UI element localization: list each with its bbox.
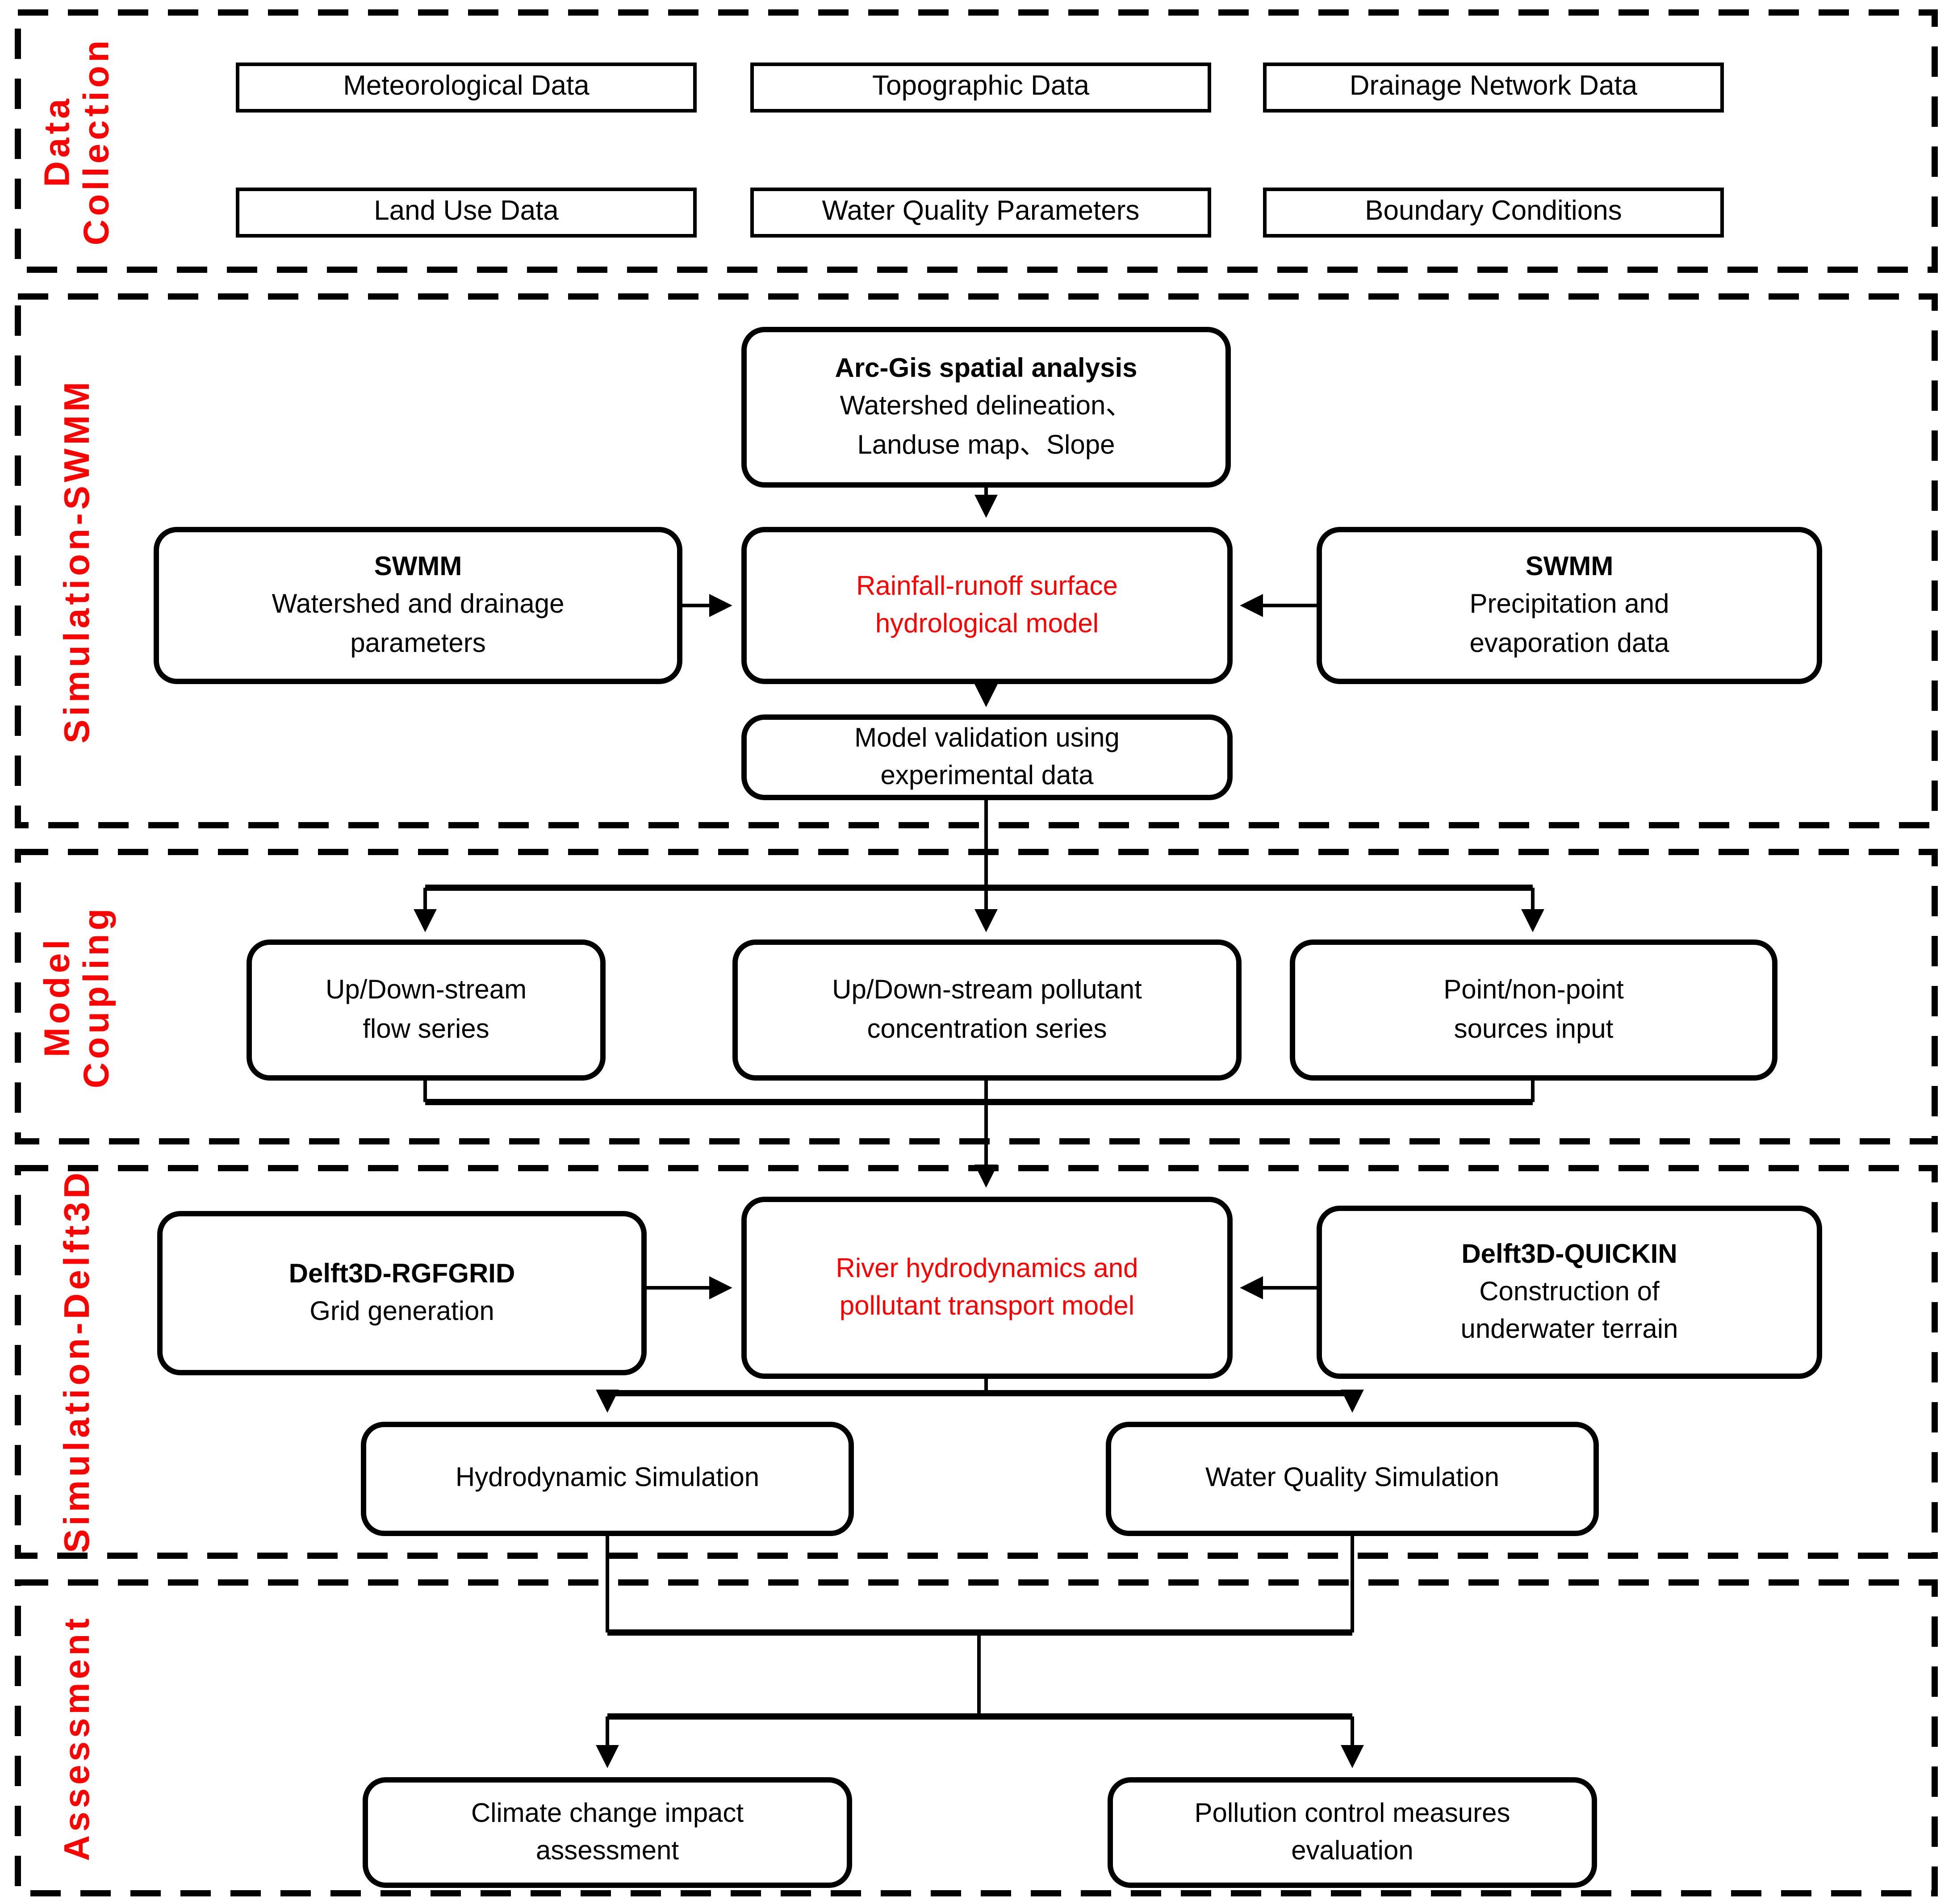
box-climate-change-assessment: Climate change impact assessment <box>363 1777 852 1888</box>
label-line: Coupling <box>79 905 118 1089</box>
box-model-validation: Model validation using experimental data <box>741 714 1233 800</box>
box-point-nonpoint-sources: Point/non-point sources input <box>1290 939 1777 1081</box>
box-boundary-conditions: Boundary Conditions <box>1263 188 1724 238</box>
label-line: Assessment <box>59 1615 98 1861</box>
box-text: Topographic Data <box>872 71 1089 102</box>
box-text: Drainage Network Data <box>1349 71 1638 102</box>
section-border-assessment <box>15 1579 1938 1896</box>
box-body-line: Watershed delineation、 <box>840 392 1133 422</box>
box-text: Boundary Conditions <box>1365 196 1622 227</box>
label-line: Data <box>38 95 78 187</box>
section-border-data-collection <box>15 9 1938 273</box>
box-swmm-watershed-parameters: SWMM Watershed and drainage parameters <box>154 527 682 684</box>
section-border-simulation-swmm <box>15 293 1938 828</box>
box-body: Construction of underwater terrain <box>1460 1277 1678 1345</box>
box-delft3d-rgfgrid: Delft3D-RGFGRID Grid generation <box>157 1211 647 1375</box>
section-label-simulation-delft3d: Simulation-Delft3D <box>59 1169 99 1553</box>
box-meteorological-data: Meteorological Data <box>236 63 697 113</box>
box-title: Delft3D-RGFGRID <box>289 1258 515 1289</box>
box-title: Arc-Gis spatial analysis <box>835 354 1138 384</box>
box-text: Hydrodynamic Simulation <box>455 1463 760 1494</box>
box-delft3d-quickin: Delft3D-QUICKIN Construction of underwat… <box>1317 1206 1822 1379</box>
box-swmm-precipitation-data: SWMM Precipitation and evaporation data <box>1317 527 1822 684</box>
box-text: River hydrodynamics and pollutant transp… <box>836 1253 1138 1322</box>
label-line: Collection <box>79 37 118 246</box>
section-border-model-coupling <box>15 849 1938 1144</box>
box-text: Water Quality Parameters <box>822 196 1140 227</box>
box-title: SWMM <box>1525 552 1614 583</box>
box-pollutant-concentration-series: Up/Down-stream pollutant concentration s… <box>732 939 1242 1081</box>
box-hydrodynamic-simulation: Hydrodynamic Simulation <box>361 1422 854 1536</box>
box-pollution-control-evaluation: Pollution control measures evaluation <box>1108 1777 1597 1888</box>
box-river-hydrodynamics-model: River hydrodynamics and pollutant transp… <box>741 1197 1233 1379</box>
box-title: SWMM <box>374 552 462 583</box>
box-text: Point/non-point sources input <box>1443 975 1624 1044</box>
box-topographic-data: Topographic Data <box>750 63 1211 113</box>
box-text: Meteorological Data <box>343 71 590 102</box>
box-text: Model validation using experimental data <box>854 722 1120 791</box>
section-label-model-coupling: Model Coupling <box>38 905 118 1089</box>
box-water-quality-simulation: Water Quality Simulation <box>1106 1422 1599 1536</box>
label-line: Model <box>38 936 78 1057</box>
section-label-data-collection: Data Collection <box>38 37 118 246</box>
box-drainage-network-data: Drainage Network Data <box>1263 63 1724 113</box>
box-text: Up/Down-stream flow series <box>325 975 527 1044</box>
section-label-simulation-swmm: Simulation-SWMM <box>59 378 99 743</box>
box-text: Pollution control measures evaluation <box>1194 1798 1510 1866</box>
label-line: Simulation-Delft3D <box>59 1169 98 1553</box>
box-title: Delft3D-QUICKIN <box>1461 1239 1677 1269</box>
box-flow-series: Up/Down-stream flow series <box>247 939 606 1081</box>
box-body: Watershed and drainage parameters <box>272 590 565 659</box>
box-text: Water Quality Simulation <box>1205 1463 1499 1494</box>
box-rainfall-runoff-model: Rainfall-runoff surface hydrological mod… <box>741 527 1233 684</box>
section-label-assessment: Assessment <box>59 1615 99 1861</box>
box-text: Land Use Data <box>374 196 559 227</box>
box-body: Grid generation <box>309 1297 494 1327</box>
box-text: Climate change impact assessment <box>471 1798 744 1866</box>
box-body-line: Landuse map、Slope <box>857 430 1115 460</box>
label-line: Simulation-SWMM <box>59 378 98 743</box>
box-land-use-data: Land Use Data <box>236 188 697 238</box>
box-water-quality-parameters: Water Quality Parameters <box>750 188 1211 238</box>
box-body: Precipitation and evaporation data <box>1469 590 1669 659</box>
box-text: Up/Down-stream pollutant concentration s… <box>832 975 1142 1044</box>
box-text: Rainfall-runoff surface hydrological mod… <box>856 571 1118 639</box>
box-arcgis-spatial-analysis: Arc-Gis spatial analysis Watershed delin… <box>741 327 1231 488</box>
